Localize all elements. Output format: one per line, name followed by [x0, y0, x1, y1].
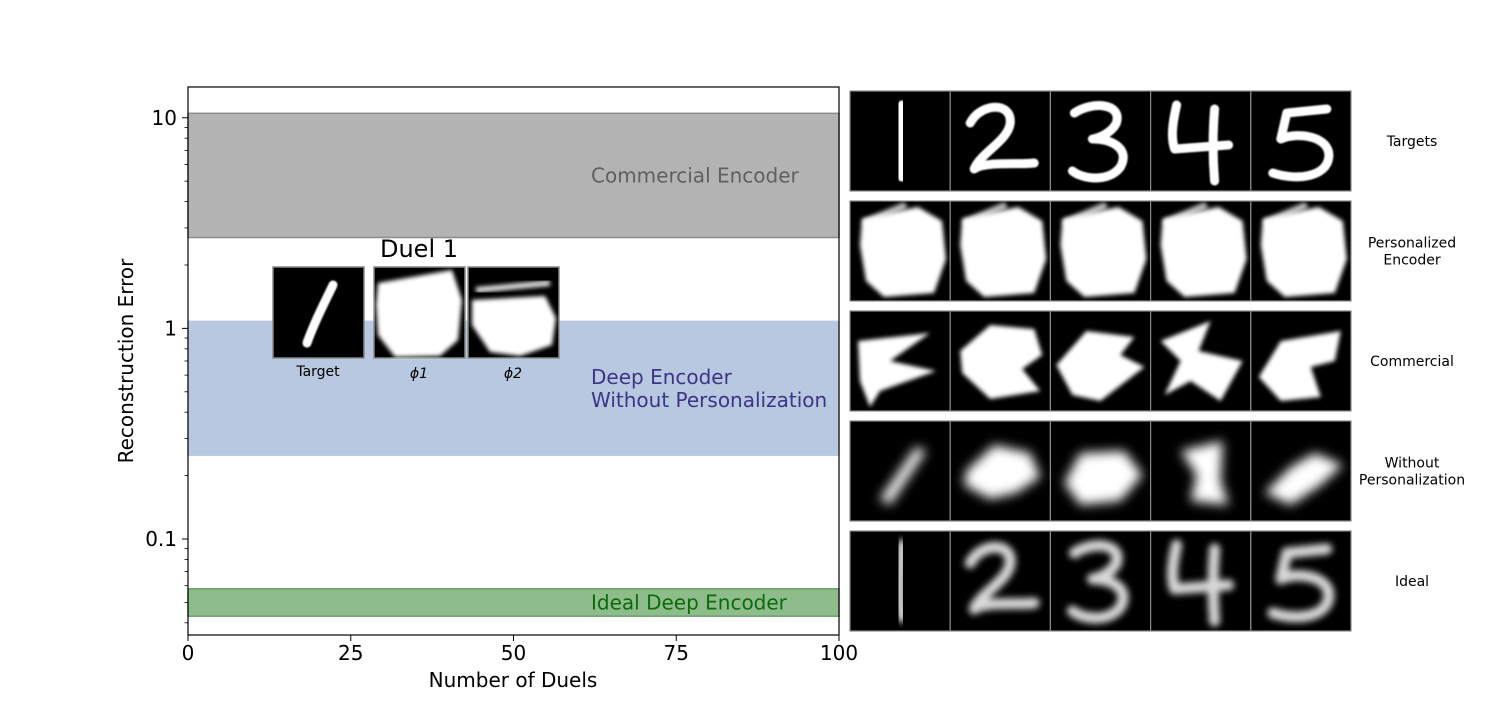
- grid-cell-r2-c2: [949, 200, 1052, 302]
- inset-target-image: [272, 266, 365, 359]
- reconstruction-grid: [849, 90, 1352, 632]
- band-label-commercial-encoder-0: Commercial Encoder: [591, 163, 800, 187]
- grid-cell-r3-c4: [1149, 310, 1252, 412]
- ticks-layer: 0 25 50 75 100 0.1 1 10: [145, 106, 858, 665]
- grid-cell-r5-c4: [1149, 530, 1252, 632]
- inset-title: Duel 1: [380, 235, 458, 263]
- y-axis-label: Reconstruction Error: [114, 258, 138, 464]
- row-labels: TargetsPersonalizedEncoderCommercialWith…: [1359, 134, 1465, 590]
- grid-cell-r3-c1: [849, 310, 951, 412]
- inset-caption-target: Target: [295, 364, 340, 380]
- y-tick-label: 1: [164, 316, 177, 340]
- grid-cell-r4-c4: [1149, 420, 1252, 522]
- x-axis-label: Number of Duels: [429, 668, 598, 692]
- grid-cell-r1-c3: [1049, 90, 1152, 192]
- x-tick-label: 75: [664, 641, 689, 665]
- y-tick-label: 10: [152, 106, 177, 130]
- band-label-ideal-deep-encoder-0: Ideal Deep Encoder: [591, 590, 788, 614]
- duel-inset: Duel 1 Target ϕ1 ϕ2: [272, 235, 560, 382]
- grid-cell-r1-c4: [1149, 90, 1252, 192]
- grid-cell-r3-c5: [1250, 310, 1352, 412]
- grid-cell-r3-c2: [949, 310, 1052, 412]
- grid-cell-r2-c3: [1049, 200, 1152, 302]
- bands-layer: [187, 112, 840, 617]
- row-label-4-line-2: Personalization: [1359, 473, 1465, 489]
- grid-cell-r2-c5: [1250, 200, 1352, 302]
- band-label-deep-encoder-without-personalization-0: Deep Encoder: [591, 365, 733, 389]
- row-label-2-line-2: Encoder: [1383, 253, 1440, 269]
- grid-cell-r2-c1: [849, 200, 951, 302]
- x-tick-label: 100: [820, 641, 858, 665]
- grid-cell-r3-c3: [1049, 310, 1152, 412]
- grid-cell-r1-c5: [1250, 90, 1352, 192]
- inset-phi1-image: [373, 266, 466, 359]
- grid-cell-r5-c5: [1250, 530, 1352, 632]
- row-label-2-line-1: Personalized: [1368, 236, 1456, 252]
- row-label-5-line-1: Ideal: [1395, 574, 1429, 590]
- row-label-3-line-1: Commercial: [1370, 354, 1454, 370]
- grid-cell-r2-c4: [1149, 200, 1252, 302]
- grid-cell-r4-c1: [849, 420, 951, 522]
- grid-cell-r5-c1: [849, 530, 951, 632]
- row-label-4-line-1: Without: [1385, 456, 1440, 472]
- grid-cell-r4-c3: [1049, 420, 1152, 522]
- band-commercial-encoder: [187, 112, 840, 239]
- grid-cell-r1-c2: [949, 90, 1052, 192]
- x-tick-label: 0: [182, 641, 195, 665]
- inset-caption-phi2: ϕ2: [504, 366, 522, 382]
- grid-cell-r4-c5: [1250, 420, 1352, 522]
- x-tick-label: 50: [501, 641, 526, 665]
- band-label-deep-encoder-without-personalization-1: Without Personalization: [591, 388, 827, 412]
- y-tick-label: 0.1: [145, 527, 177, 551]
- grid-cell-r1-c1: [849, 90, 951, 192]
- inset-caption-phi1: ϕ1: [410, 366, 428, 382]
- grid-cell-r5-c2: [949, 530, 1052, 632]
- x-tick-label: 25: [338, 641, 363, 665]
- grid-cell-r4-c2: [949, 420, 1052, 522]
- row-label-1-line-1: Targets: [1386, 134, 1438, 150]
- inset-phi2-image: [467, 266, 560, 359]
- band-ideal-deep-encoder: [187, 588, 840, 617]
- grid-cell-r5-c3: [1049, 530, 1152, 632]
